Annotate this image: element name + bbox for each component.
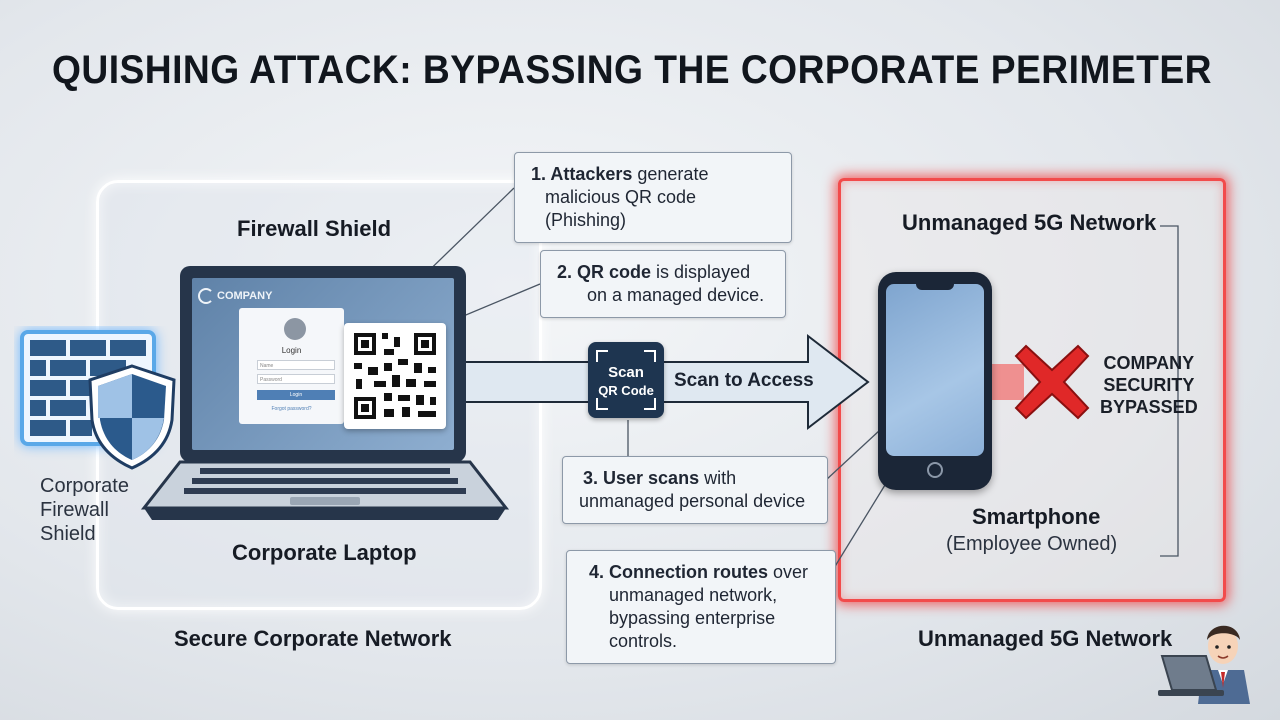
home-button	[927, 462, 943, 478]
scan-to-access-label: Scan to Access	[674, 370, 814, 391]
unmanaged-network-top-label: Unmanaged 5G Network	[902, 210, 1157, 235]
callout-step-4: 4. Connection routes over unmanaged netw…	[566, 550, 836, 664]
corporate-laptop-label: Corporate Laptop	[232, 540, 417, 565]
security-bypassed-label: COMPANY SECURITY BYPASSED	[1100, 353, 1198, 417]
smartphone-screen	[886, 284, 984, 456]
network-bracket	[1160, 225, 1179, 557]
name-field[interactable]: Name	[257, 360, 335, 370]
qr-code	[344, 323, 446, 429]
presenter-mascot-icon	[1158, 625, 1250, 704]
callout-step-2: 2. QR code is displayed on a managed dev…	[540, 250, 786, 318]
leader-line-3b	[825, 429, 881, 481]
scan-qr-badge: Scan QR Code	[588, 342, 664, 418]
red-connector	[992, 364, 1024, 400]
login-card: Login Name Password Login Forgot passwor…	[239, 308, 344, 424]
password-field[interactable]: Password	[257, 374, 335, 384]
secure-network-label: Secure Corporate Network	[174, 626, 452, 651]
company-logo-icon	[198, 288, 214, 304]
firewall-shield-label: Firewall Shield	[237, 216, 392, 241]
phone-notch	[916, 282, 954, 290]
callout-step-3: 3. User scans with unmanaged personal de…	[562, 456, 828, 524]
red-x-icon	[1014, 344, 1090, 420]
laptop-keyboard	[140, 460, 510, 520]
callout-step-1: 1. Attackers generate malicious QR code …	[514, 152, 792, 243]
page-title: QUISHING ATTACK: BYPASSING THE CORPORATE…	[52, 48, 1212, 92]
login-title: Login	[281, 346, 302, 355]
smartphone-icon	[878, 272, 992, 490]
smartphone-label: Smartphone	[972, 504, 1101, 529]
shield-icon	[88, 364, 176, 470]
employee-owned-label: (Employee Owned)	[946, 533, 1118, 555]
forgot-password-link[interactable]: Forgot password?	[271, 406, 312, 412]
avatar-icon	[284, 318, 306, 340]
qr-code-icon	[354, 333, 436, 419]
login-button[interactable]: Login	[257, 390, 335, 400]
leader-line-4	[833, 484, 886, 569]
unmanaged-network-bottom-label: Unmanaged 5G Network	[918, 626, 1173, 651]
screen-brand: COMPANY	[198, 288, 272, 304]
corporate-firewall-label: Corporate Firewall Shield	[40, 475, 129, 545]
